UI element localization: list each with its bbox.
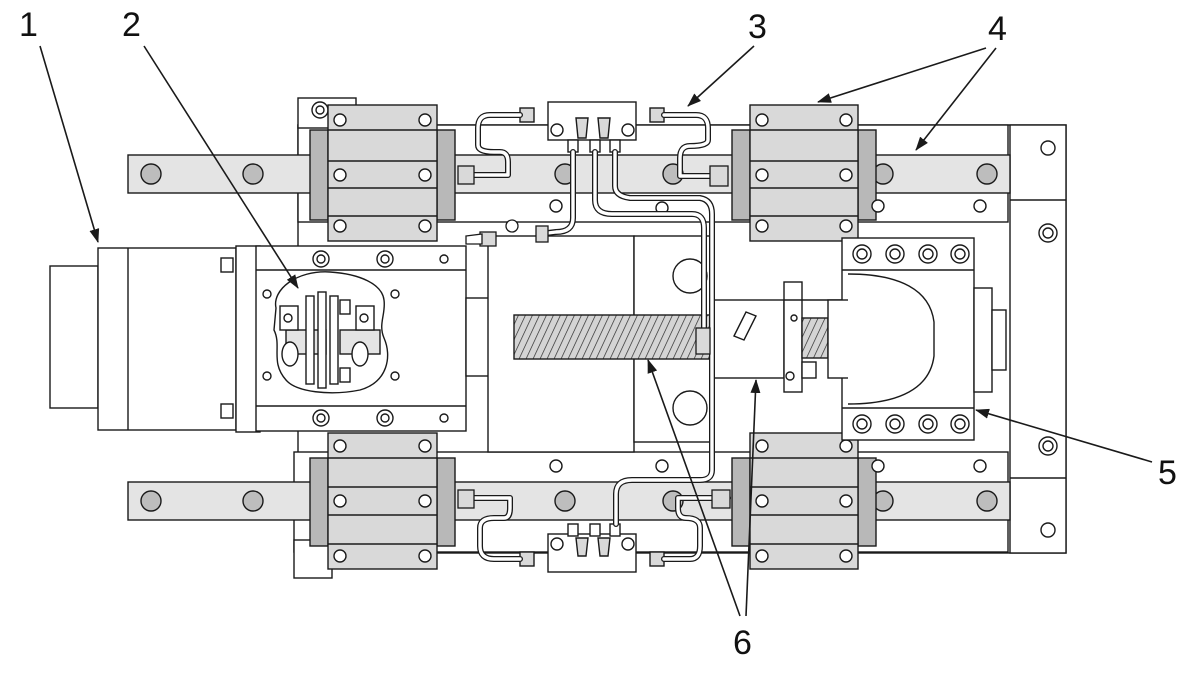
plate-bolts: [549, 199, 987, 473]
servo-motor: [49, 245, 261, 433]
leader-arrow-icon: [647, 359, 741, 617]
leader-arrow-icon: [143, 45, 299, 289]
leader-arrow-icon: [915, 47, 997, 151]
leader-arrow-icon: [39, 45, 100, 243]
shaft-coupling: [273, 271, 389, 394]
leader-arrow-icon: [817, 47, 987, 103]
callout-5: 5: [1158, 454, 1177, 492]
guide-block-bottom-left: [309, 432, 456, 570]
guide-block-bottom-right: [731, 432, 877, 570]
guide-block-top-right: [731, 104, 877, 242]
guide-block-top-left: [309, 104, 456, 242]
right-end-plate: [1009, 124, 1067, 554]
leader-arrow-icon: [745, 379, 761, 617]
lube-distributor-bottom: [519, 523, 665, 573]
callout-6: 6: [733, 624, 752, 662]
leader-arrow-icon: [975, 408, 1153, 463]
callout-1: 1: [19, 6, 38, 44]
leader-arrow-icon: [687, 45, 755, 107]
end-support-block: [827, 237, 1007, 441]
callout-2: 2: [122, 6, 141, 44]
callout-3: 3: [748, 8, 767, 46]
callout-4: 4: [988, 10, 1007, 48]
lube-distributor-top: [519, 101, 665, 153]
lube-fittings: [457, 165, 731, 509]
leader-arrows: [39, 45, 1153, 617]
